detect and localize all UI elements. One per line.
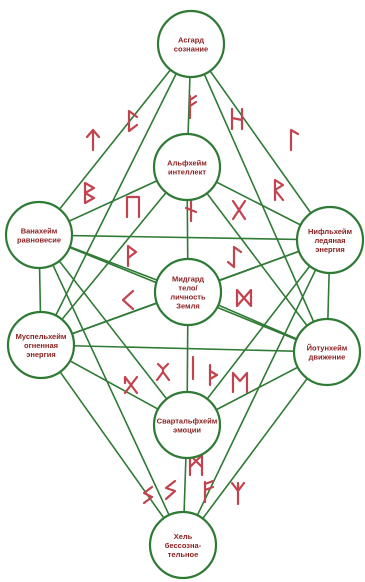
- thurisaz-rune: [188, 94, 198, 120]
- node-circle-muspelheim: [6, 310, 76, 380]
- uruz-rune: [127, 109, 139, 133]
- ingwaz-rune: [164, 479, 177, 501]
- edge-vanaheim-svartalfheim: [38, 234, 188, 426]
- edge-muspelheim-jotunheim: [40, 344, 328, 353]
- node-label-hel-line-2: тельное: [168, 550, 199, 559]
- laguz-rune: [142, 485, 154, 505]
- node-label-niflheim-line-0: Нифльхейм: [308, 227, 353, 236]
- node-label-hel-line-1: бессозна-: [165, 541, 202, 550]
- node-label-midgard-line-2: личность: [170, 293, 206, 302]
- node-label-jotunheim-line-1: движение: [309, 353, 346, 362]
- isa-rune: [126, 244, 138, 268]
- node-label-muspelheim-line-1: огненная: [24, 341, 58, 350]
- edge-asgard-jotunheim: [190, 43, 328, 353]
- edge-alfheim-jotunheim: [186, 166, 328, 353]
- wunjo-rune: [184, 197, 198, 223]
- perthro-rune: [235, 288, 253, 308]
- node-circle-vanaheim: [4, 200, 74, 270]
- edge-niflheim-svartalfheim: [186, 239, 331, 426]
- node-label-asgard-line-1: сознание: [174, 45, 208, 54]
- node-label-jotunheim-line-0: Йотунхейм: [307, 344, 348, 353]
- node-circle-svartalfheim: [152, 390, 222, 460]
- node-label-alfheim-line-0: Альфхейм: [167, 159, 207, 168]
- nauthiz-rune: [273, 178, 285, 202]
- edge-alfheim-muspelheim: [40, 166, 188, 346]
- gebo-rune: [125, 195, 141, 219]
- node-circle-midgard: [153, 257, 223, 327]
- edge-asgard-vanaheim: [38, 43, 192, 236]
- ehwaz-rune: [231, 371, 249, 394]
- node-circle-niflheim: [295, 205, 365, 275]
- raidho-rune: [289, 128, 300, 152]
- tiwaz-rune: [155, 362, 171, 382]
- node-label-vanaheim-line-1: равновесие: [17, 236, 61, 245]
- node-label-asgard-line-0: Асгард: [178, 36, 204, 45]
- edge-muspelheim-hel: [40, 344, 184, 546]
- hagalaz-rune: [231, 199, 247, 221]
- kenaz-rune: [83, 181, 96, 205]
- node-label-niflheim-line-1: ледяная: [314, 236, 345, 245]
- jera-rune: [226, 245, 243, 269]
- fehu-rune: [85, 128, 101, 152]
- node-label-vanaheim-line-0: Ванахейм: [21, 227, 58, 236]
- node-label-alfheim-line-1: интеллект: [168, 168, 206, 177]
- edge-niflheim-hel: [182, 239, 331, 546]
- ansuz-rune: [230, 107, 244, 131]
- node-circle-alfheim: [152, 132, 222, 202]
- node-label-svartalfheim-line-0: Свартальфхейм: [157, 417, 218, 426]
- berkano-rune: [208, 363, 219, 387]
- edge-vanaheim-hel: [38, 234, 184, 546]
- eihwaz-rune: [121, 289, 135, 311]
- node-label-muspelheim-line-0: Муспельхейм: [16, 332, 67, 341]
- edge-jotunheim-hel: [182, 351, 328, 546]
- node-circle-jotunheim: [292, 317, 362, 387]
- node-label-svartalfheim-line-1: эмоции: [173, 426, 201, 435]
- node-label-midgard-line-3: Земля: [176, 302, 199, 311]
- sowilo-rune: [123, 375, 139, 395]
- node-circle-hel: [148, 510, 218, 580]
- runes-layer: [83, 94, 300, 506]
- node-label-midgard-line-0: Мидгард: [172, 275, 204, 284]
- node-label-muspelheim-line-2: энергия: [26, 350, 56, 359]
- node-label-midgard-line-1: тело/: [178, 284, 198, 293]
- world-nodes: АсгардсознаниеАльфхейминтеллектВанахеймр…: [4, 9, 365, 580]
- othala-rune: [230, 481, 246, 506]
- edge-asgard-niflheim: [190, 43, 331, 241]
- node-label-niflheim-line-2: энергия: [315, 245, 345, 254]
- edge-vanaheim-niflheim: [38, 234, 331, 241]
- node-circle-asgard: [156, 9, 226, 79]
- node-label-hel-line-0: Хель: [174, 532, 193, 541]
- dagaz-rune: [203, 479, 215, 504]
